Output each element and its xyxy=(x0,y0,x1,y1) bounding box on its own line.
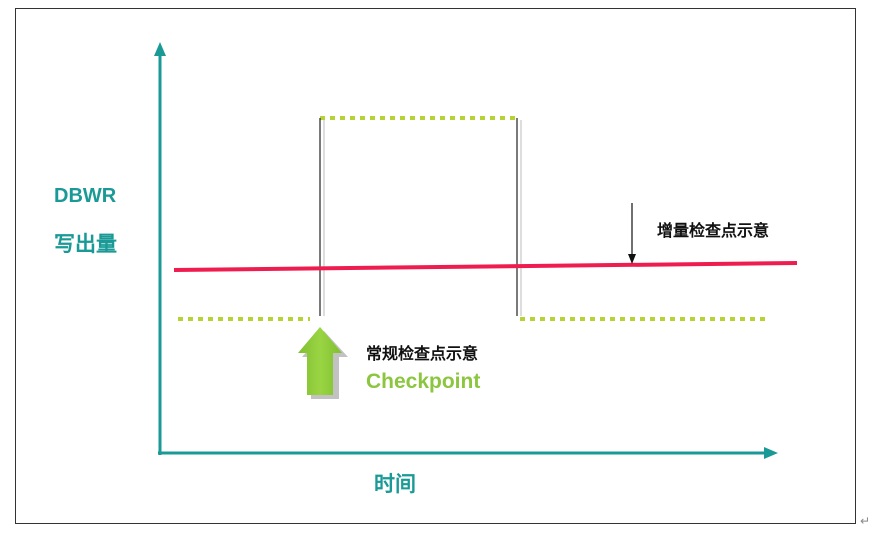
y-axis-label-cn: 写出量 xyxy=(54,232,117,256)
down-arrow-icon xyxy=(628,203,636,264)
incremental-checkpoint-label: 增量检查点示意 xyxy=(657,221,770,240)
checkpoint-label: Checkpoint xyxy=(366,370,481,393)
y-axis-arrowhead xyxy=(154,42,166,56)
x-axis-label: 时间 xyxy=(374,472,416,496)
diagram-frame xyxy=(15,8,856,524)
x-axis xyxy=(158,447,778,459)
x-axis-arrowhead xyxy=(764,447,778,459)
paragraph-return-mark: ↵ xyxy=(860,514,871,528)
y-axis xyxy=(154,42,166,455)
incremental-checkpoint-line xyxy=(173,261,798,272)
y-axis-label: DBWR xyxy=(54,185,117,207)
regular-checkpoint-label: 常规检查点示意 xyxy=(366,344,479,363)
up-arrow-icon xyxy=(298,327,348,399)
regular-checkpoint-curve xyxy=(178,116,768,321)
